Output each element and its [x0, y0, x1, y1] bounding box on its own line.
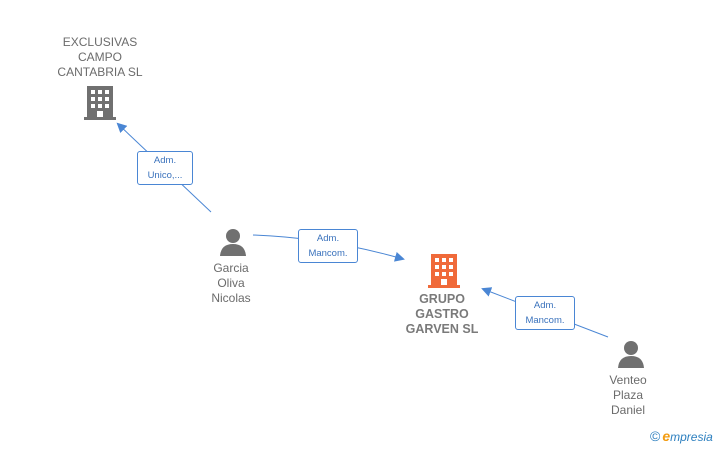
- node-label-exclusivas[interactable]: EXCLUSIVAS CAMPO CANTABRIA SL: [57, 35, 143, 79]
- node-label-garcia[interactable]: Garcia Oliva Nicolas: [211, 261, 251, 305]
- brand-name: mpresia: [670, 430, 713, 444]
- node-label-venteo[interactable]: Venteo Plaza Daniel: [609, 373, 647, 417]
- edge-label-line1: Adm.: [533, 300, 557, 311]
- person-icon[interactable]: [616, 339, 646, 369]
- edge-label-line2: Mancom.: [525, 315, 565, 326]
- copyright-icon: ©: [650, 428, 661, 444]
- edge-label-line1: Adm.: [316, 233, 340, 244]
- edge-label-garcia-exclusivas[interactable]: Adm. Unico,...: [137, 151, 193, 185]
- person-icon[interactable]: [218, 227, 248, 257]
- node-label-grupo[interactable]: GRUPO GASTRO GARVEN SL: [405, 292, 479, 336]
- edge-label-line2: Unico,...: [147, 170, 183, 181]
- building-icon[interactable]: [84, 84, 118, 120]
- brand-logo: ©empresia: [650, 428, 713, 444]
- building-icon[interactable]: [428, 252, 462, 288]
- edge-label-venteo-grupo[interactable]: Adm. Mancom.: [515, 296, 575, 330]
- edge-label-line1: Adm.: [153, 155, 177, 166]
- edge-label-garcia-grupo[interactable]: Adm. Mancom.: [298, 229, 358, 263]
- brand-initial: e: [662, 428, 671, 444]
- edge-label-line2: Mancom.: [308, 248, 348, 259]
